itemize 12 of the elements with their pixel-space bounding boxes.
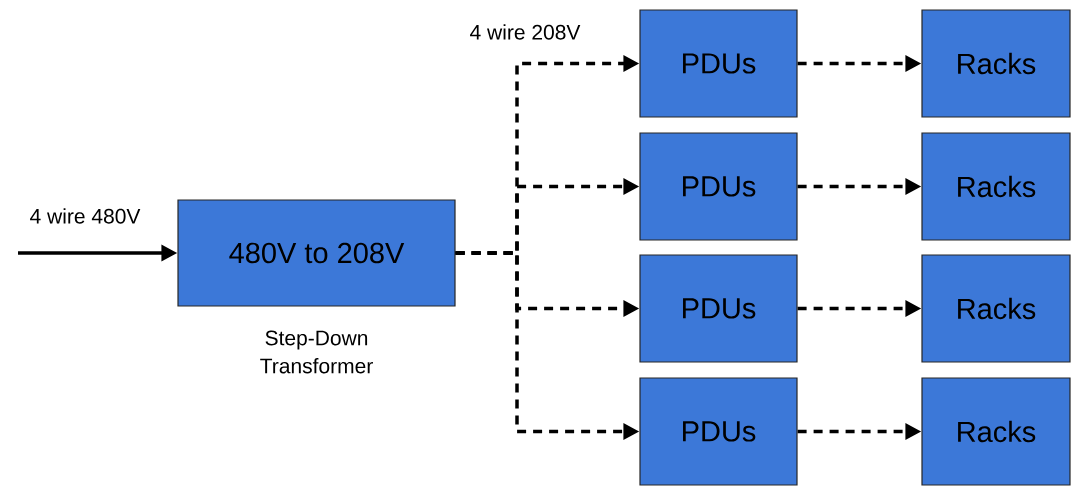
process-box: Racks: [921, 254, 1071, 363]
process-box: PDUs: [639, 132, 798, 241]
process-box: PDUs: [639, 9, 798, 118]
process-box: PDUs: [639, 254, 798, 363]
edge-label: 4 wire 208V: [468, 23, 582, 41]
transformer-box: 480V to 208V: [177, 199, 456, 307]
process-box: Racks: [921, 377, 1071, 486]
process-box: PDUs: [639, 377, 798, 486]
process-box: Racks: [921, 132, 1071, 241]
edge-label: 4 wire 480V: [28, 207, 142, 225]
node-label: Step-Down Transformer: [260, 330, 373, 374]
process-box: Racks: [921, 9, 1071, 118]
